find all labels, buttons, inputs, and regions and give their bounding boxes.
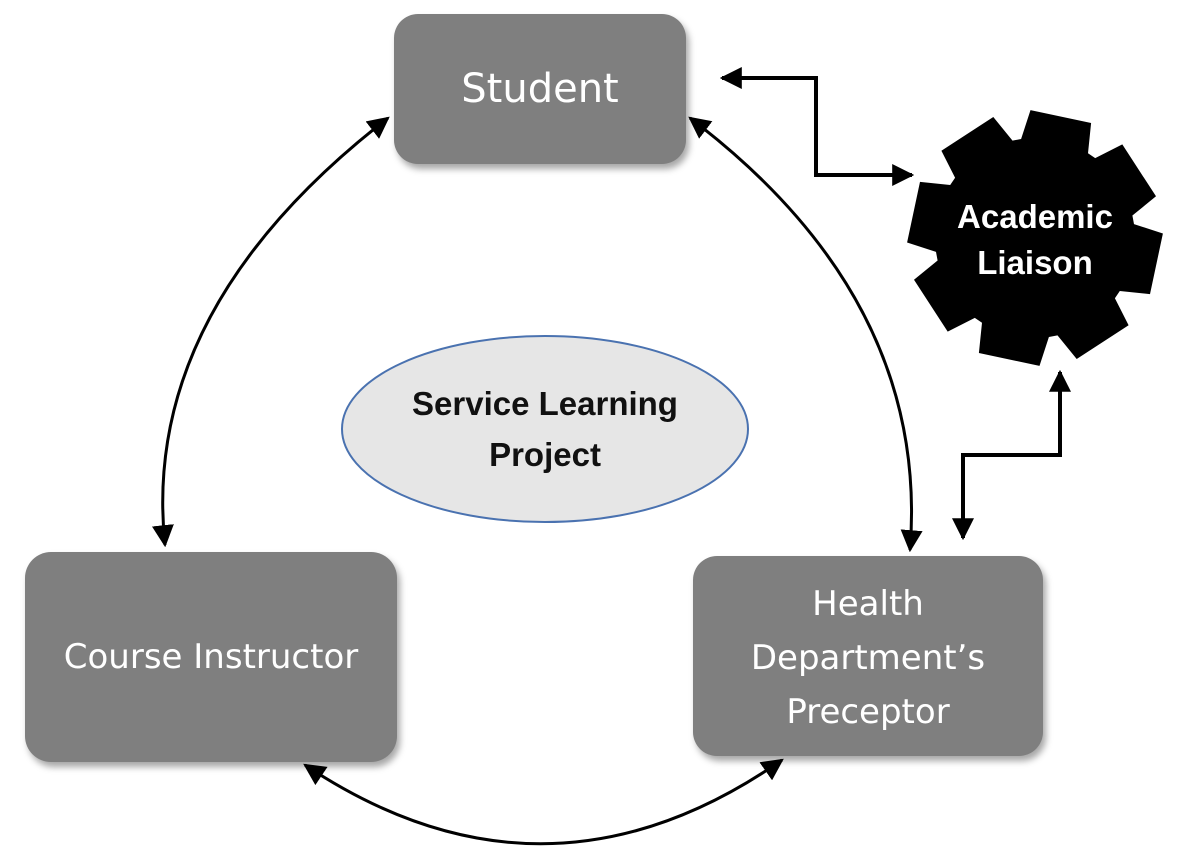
course-instructor-box: Course Instructor [25,552,397,762]
arrow-instructor-preceptor [303,758,784,846]
gear-icon [907,110,1163,366]
academic-liaison-label: Academic Liaison [900,170,1170,310]
preceptor-line-3: Preceptor [786,692,950,732]
preceptor-box: Health Department’s Preceptor [693,556,1043,756]
liaison-line-2: Liaison [977,244,1093,281]
service-learning-project-label: Service Learning Project [342,336,748,522]
center-line-2: Project [489,436,601,473]
liaison-line-1: Academic [957,198,1113,235]
arrow-student-instructor [151,116,390,548]
arrow-student-liaison [719,67,915,186]
preceptor-line-1: Health [812,584,924,624]
preceptor-line-2: Department’s [750,638,986,678]
student-box: Student [394,14,686,164]
center-line-1: Service Learning [412,385,678,422]
arrow-preceptor-liaison [952,369,1071,541]
